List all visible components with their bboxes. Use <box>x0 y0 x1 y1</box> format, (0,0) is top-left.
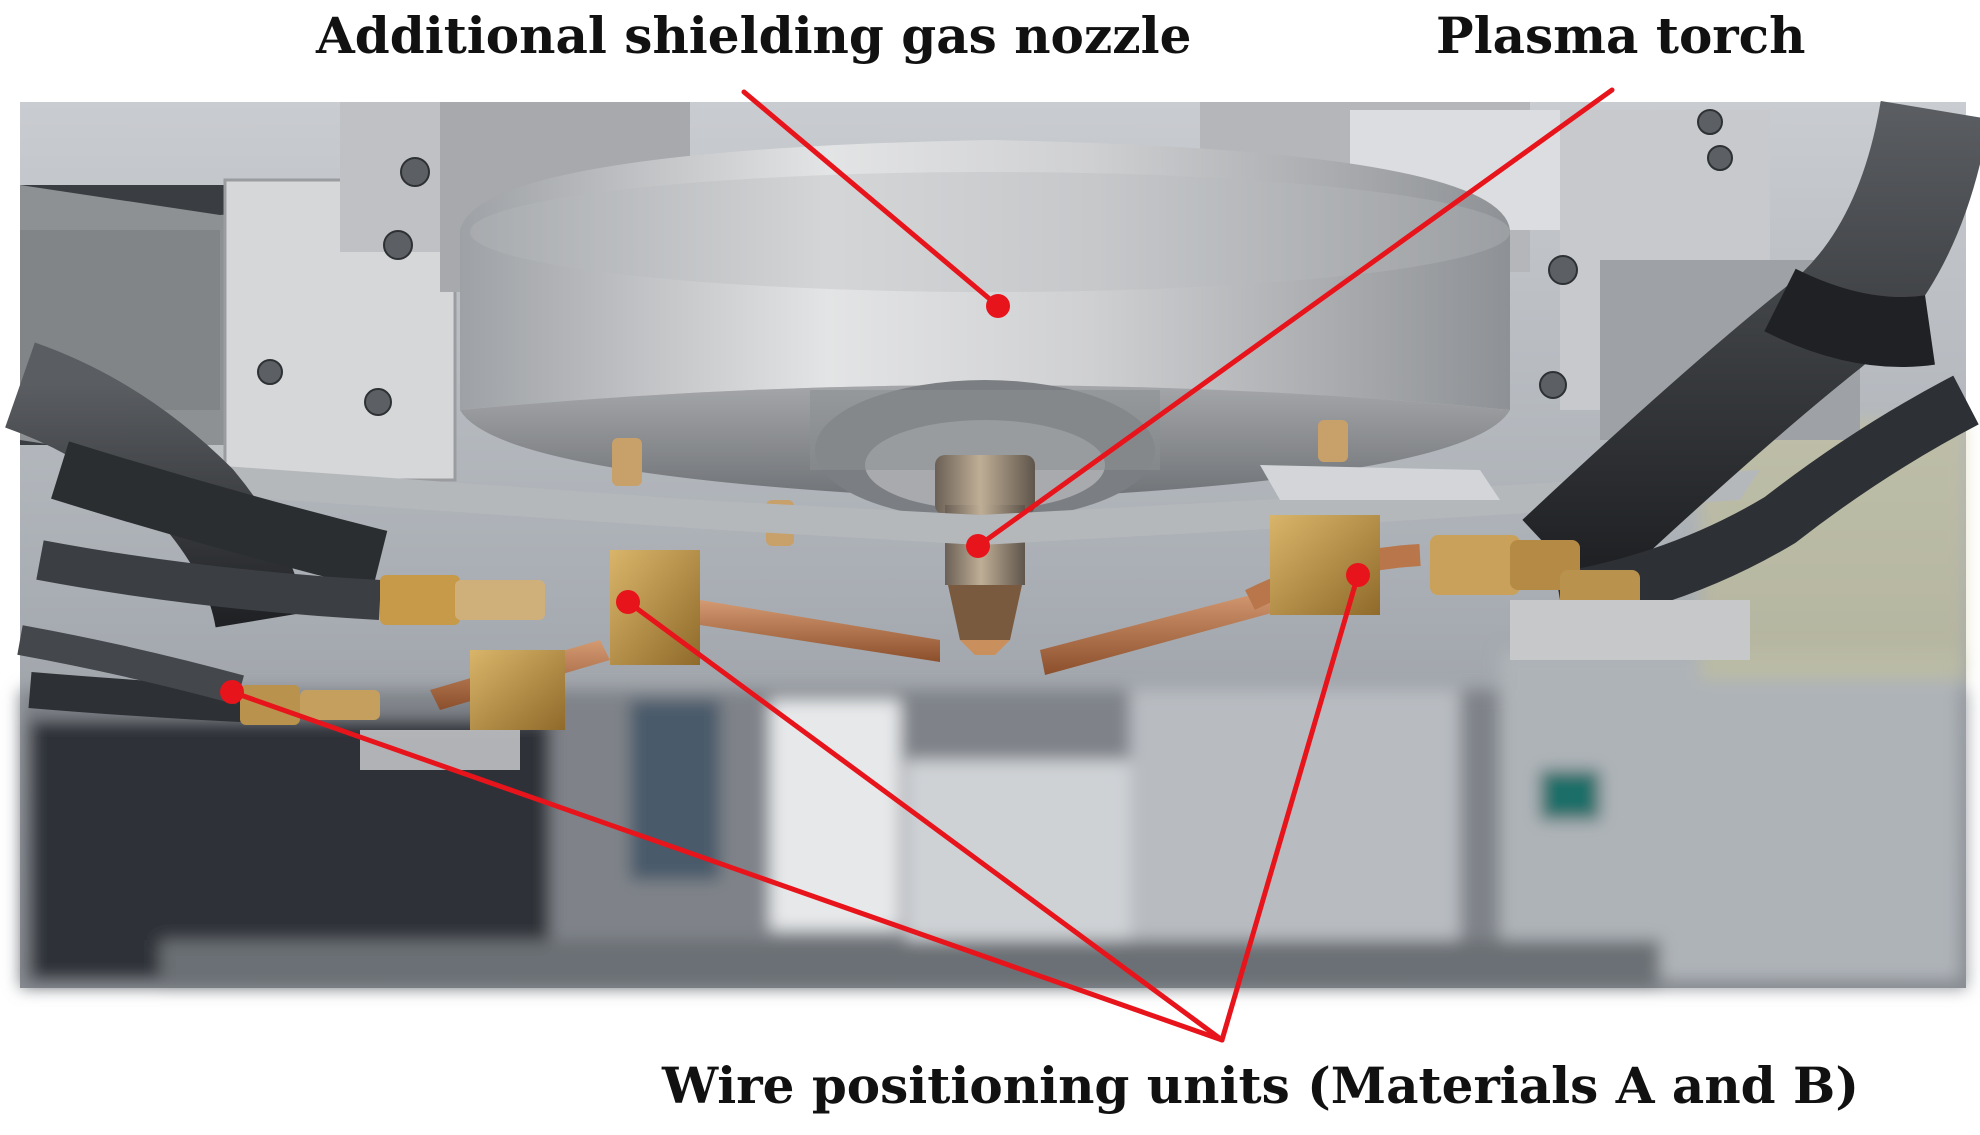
wire-marker-dot-left <box>220 680 244 704</box>
torch-marker-dot <box>966 534 990 558</box>
wire-marker-dot-middle <box>616 590 640 614</box>
nozzle-leader-line <box>741 89 1001 309</box>
wire-units-label: Wire positioning units (Materials A and … <box>662 1056 1859 1115</box>
wire-leader-line-middle <box>625 599 1225 1043</box>
wire-marker-dot-right <box>1346 563 1370 587</box>
wire-leader-line-right <box>1219 572 1361 1043</box>
nozzle-marker-dot <box>986 294 1010 318</box>
nozzle-label: Additional shielding gas nozzle <box>316 6 1192 65</box>
torch-leader-line <box>975 87 1615 549</box>
torch-label: Plasma torch <box>1436 6 1806 65</box>
wire-leader-line-left <box>229 689 1225 1043</box>
